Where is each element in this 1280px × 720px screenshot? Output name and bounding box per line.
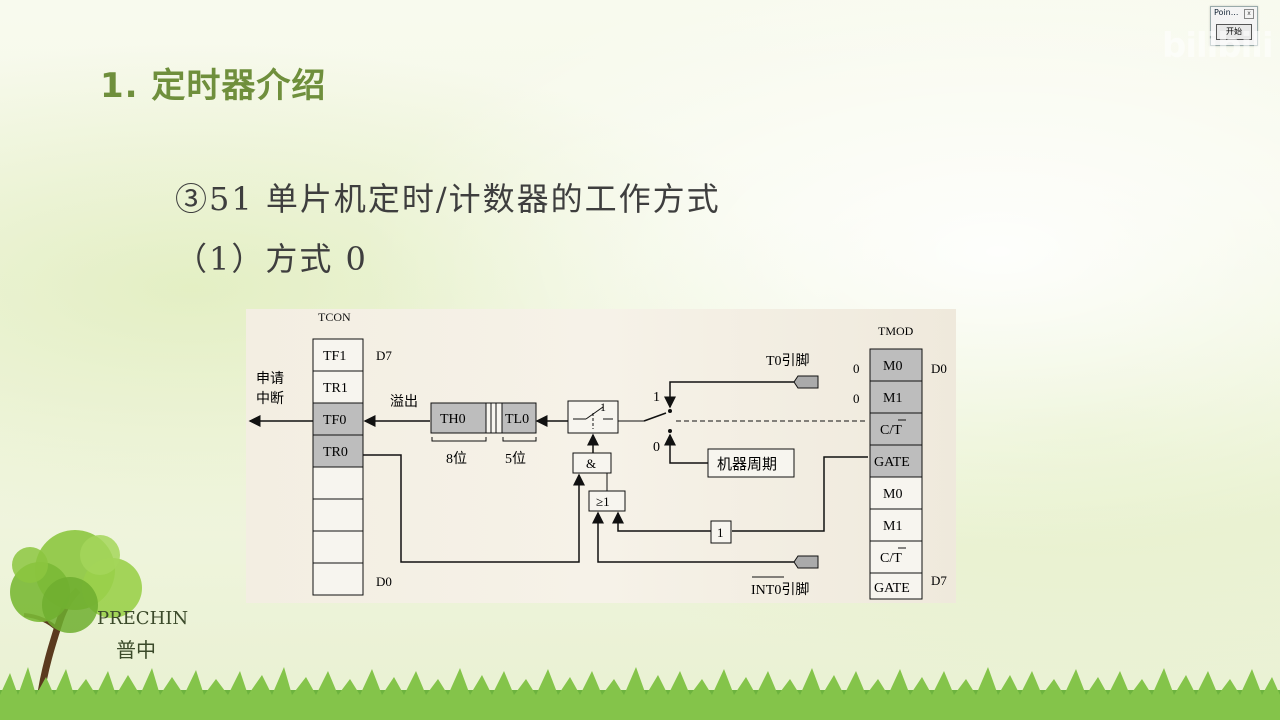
- tmod-bottom-bit: D7: [931, 573, 947, 588]
- or-gate-label: ≥1: [596, 494, 610, 509]
- watermark-logo: bilibili: [1162, 26, 1274, 66]
- tcon-tf1: TF1: [323, 349, 346, 364]
- tmod-m1-high: M1: [883, 391, 902, 406]
- and-gate: [572, 452, 612, 474]
- tmod-title: TMOD: [878, 324, 914, 338]
- th0-tl0-gap: [485, 402, 503, 434]
- int0-pin-label: INT0引脚: [751, 582, 809, 598]
- tcon-tr1: TR1: [323, 381, 348, 396]
- tcon-title: TCON: [318, 310, 351, 324]
- tmod-m1-value: 0: [853, 391, 860, 406]
- pointer-widget-title: Poin...: [1214, 8, 1239, 17]
- tmod-m0-value: 0: [853, 361, 860, 376]
- tree-decoration: [10, 530, 142, 700]
- int0-pin-icon: [793, 555, 819, 569]
- th0-bits: 8位: [446, 451, 467, 467]
- tl0-bits: 5位: [505, 451, 526, 467]
- pointer-widget[interactable]: Poin... x 开始: [1210, 6, 1258, 46]
- tmod-register: [869, 348, 923, 600]
- brand-name: PRECHIN: [97, 608, 189, 629]
- irq-label-1: 申请: [256, 371, 284, 387]
- brand-name-cn: 普中: [116, 638, 156, 662]
- start-button[interactable]: 开始: [1216, 24, 1252, 40]
- t0-pin-label: T0引脚: [766, 353, 810, 369]
- tmod-m0-low: M0: [883, 487, 902, 502]
- not-gate-label: 1: [717, 525, 724, 540]
- mode-label: （1）方式 0: [175, 240, 368, 278]
- tcon-bottom-bit: D0: [376, 574, 392, 589]
- tcon-register: [312, 338, 364, 596]
- machine-cycle-box: [707, 448, 795, 478]
- tmod-ct-high: C/T: [880, 423, 902, 438]
- t0-pin-icon: [793, 375, 819, 389]
- tmod-ct-low: C/T: [880, 551, 902, 566]
- not-gate: [710, 520, 732, 544]
- section-subtitle: ③51 单片机定时/计数器的工作方式: [175, 180, 721, 218]
- selector-0-label: 0: [653, 440, 660, 455]
- tmod-gate-low: GATE: [874, 581, 910, 596]
- tr0-line: [363, 454, 585, 563]
- tmod-m1-low: M1: [883, 519, 902, 534]
- control-switch: [567, 400, 619, 434]
- tmod-m0-high: M0: [883, 359, 902, 374]
- ct-selector: [643, 412, 667, 422]
- tmod-gate-high: GATE: [874, 455, 910, 470]
- switch-label: 1: [600, 400, 606, 414]
- close-icon[interactable]: x: [1244, 9, 1254, 19]
- tmod-top-bit: D0: [931, 361, 947, 376]
- tcon-tr0: TR0: [323, 445, 348, 460]
- and-gate-label: &: [586, 456, 596, 471]
- irq-label-2: 中断: [256, 391, 284, 407]
- th0-label: TH0: [440, 412, 466, 427]
- slide-title: 1. 定时器介绍: [100, 66, 327, 106]
- timer-mode0-diagram: TCON TF1 TR1 TF0 TR0 D7 D0 申请 中断 溢出 TH0 …: [246, 309, 956, 603]
- overflow-label: 溢出: [390, 394, 418, 410]
- tl0-label: TL0: [505, 412, 529, 427]
- grass-decoration: [0, 667, 1280, 720]
- machine-cycle-label: 机器周期: [717, 456, 777, 473]
- tcon-top-bit: D7: [376, 348, 392, 363]
- tcon-tf0: TF0: [323, 413, 346, 428]
- selector-1-label: 1: [653, 390, 660, 405]
